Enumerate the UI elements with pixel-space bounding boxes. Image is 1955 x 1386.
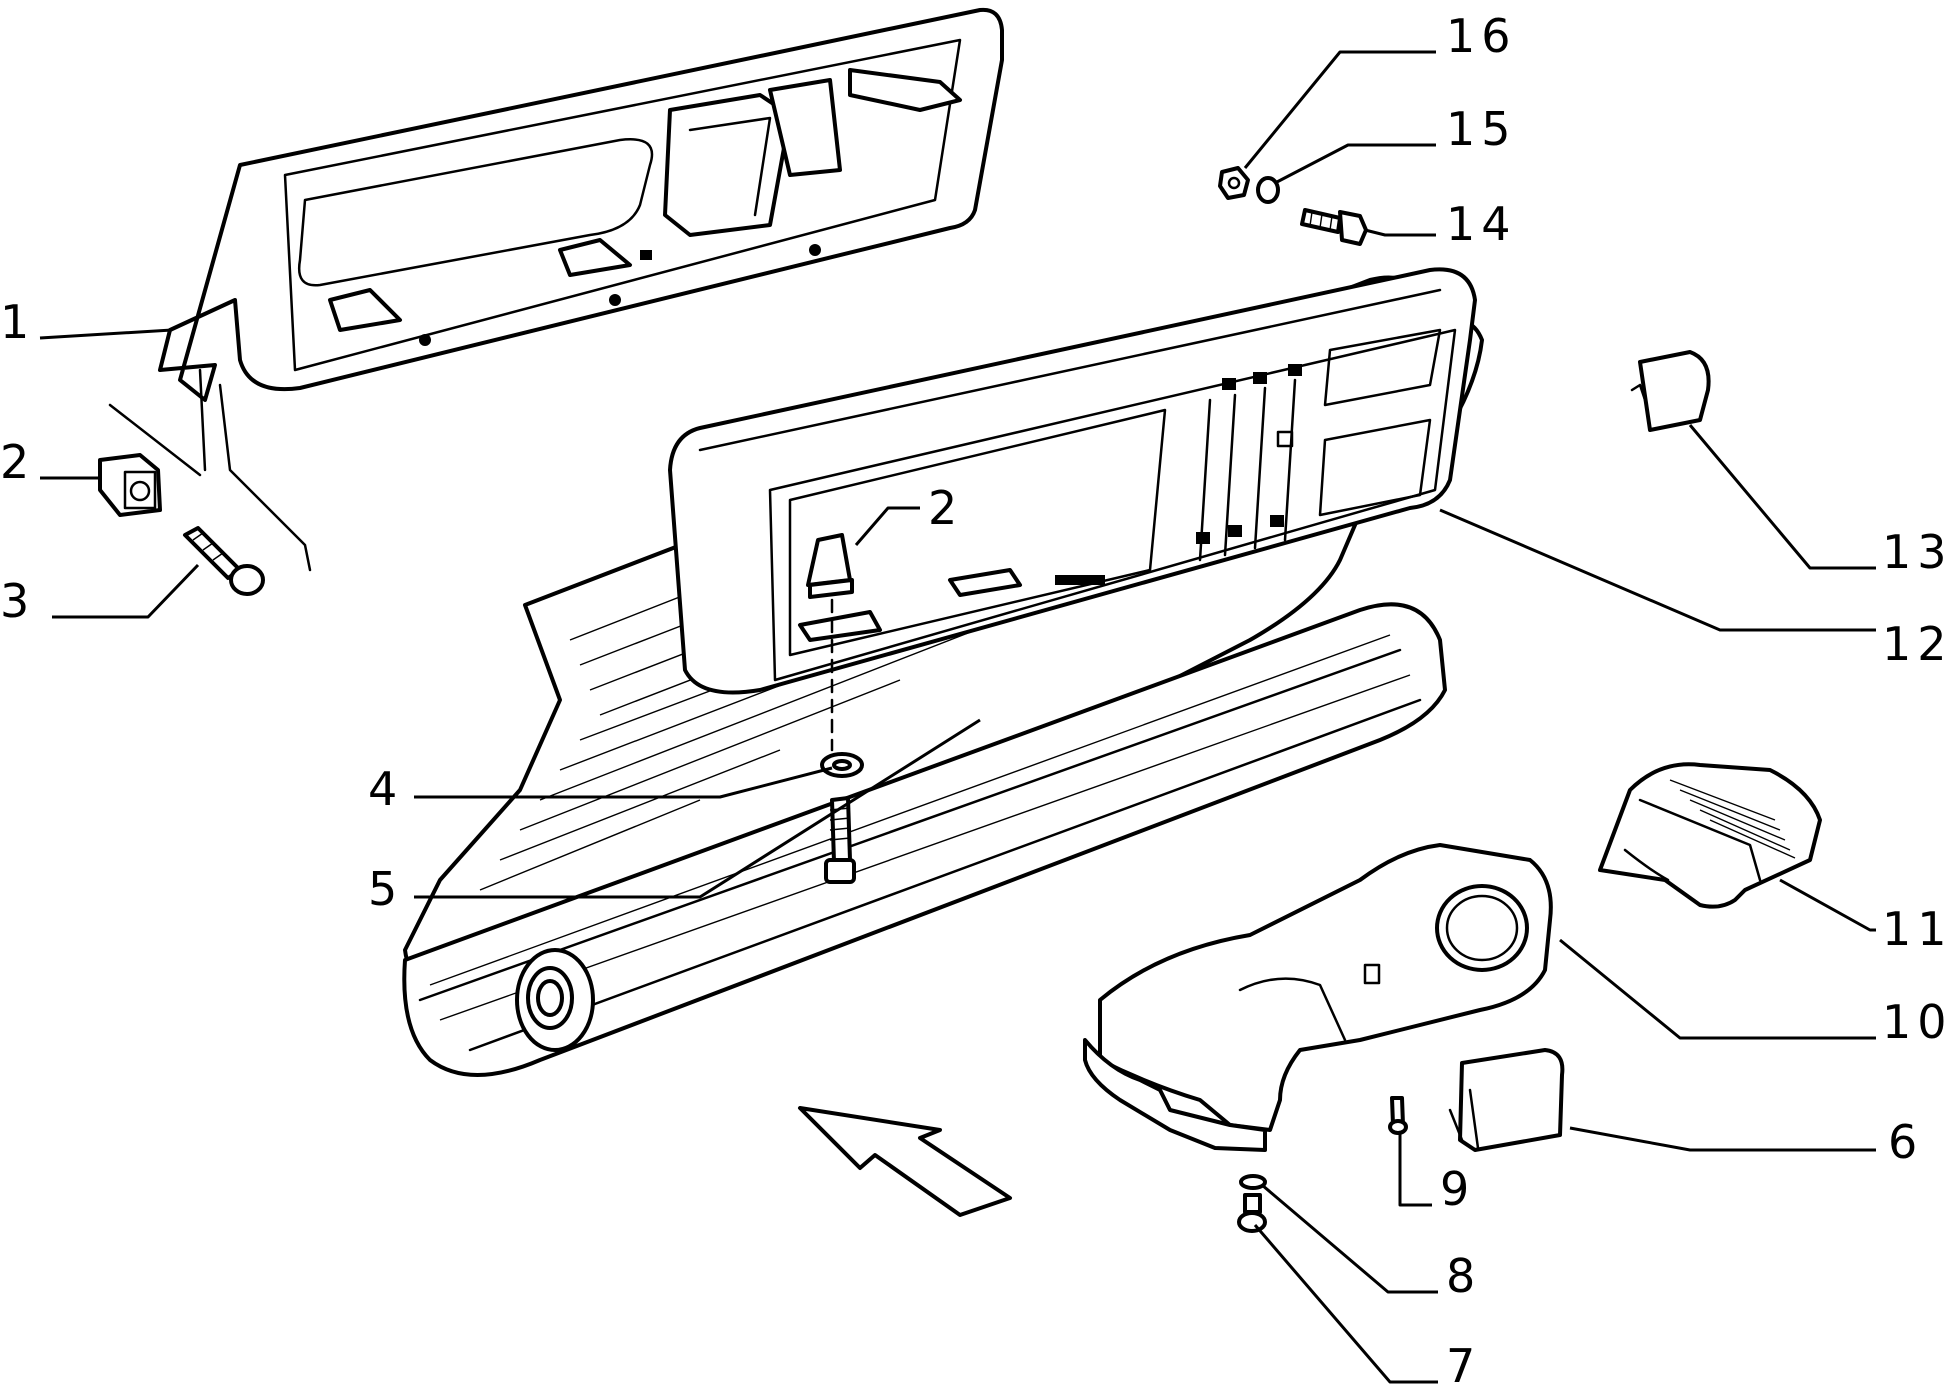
callout-2b: 2 [928,481,963,535]
callout-13: 13 [1882,525,1953,579]
part-15-lock-washer [1256,176,1280,204]
callout-labels: 1 2 2 3 4 5 6 7 8 9 10 11 12 13 14 15 16 [0,9,1953,1386]
callout-11: 11 [1882,902,1953,956]
part-11-knob-cover [1598,762,1822,909]
callout-7: 7 [1446,1339,1481,1386]
callout-3: 3 [0,574,35,628]
callout-6: 6 [1888,1115,1923,1169]
callout-5: 5 [368,862,403,916]
callout-10: 10 [1882,995,1953,1049]
part-2b-clip [806,533,854,752]
part-5-screw [824,796,856,884]
part-16-nut [1218,166,1250,200]
part-14-bolt [1300,208,1368,246]
leader-lines [39,50,1876,1384]
callout-9: 9 [1440,1162,1475,1216]
callout-16: 16 [1446,9,1517,63]
part-1-upper-trim-frame [108,7,1004,572]
part-13-cover [1630,350,1711,432]
part-6-switch-cover [1448,1048,1565,1152]
callout-1: 1 [0,295,35,349]
part-12-cluster-bezel [668,267,1477,695]
part-8-washer [1239,1174,1267,1190]
part-9-screw [1388,1096,1408,1135]
callout-8: 8 [1446,1249,1481,1303]
part-10-column-shroud [1083,843,1553,1152]
callout-12: 12 [1882,617,1953,671]
callout-14: 14 [1446,197,1517,251]
callout-4: 4 [368,762,403,816]
callout-15: 15 [1446,102,1517,156]
part-2a-clip [98,453,162,517]
part-7-screw [1237,1193,1267,1233]
callout-2a: 2 [0,435,35,489]
part-3-screw [183,526,265,596]
view-direction-arrow [798,1106,1012,1217]
